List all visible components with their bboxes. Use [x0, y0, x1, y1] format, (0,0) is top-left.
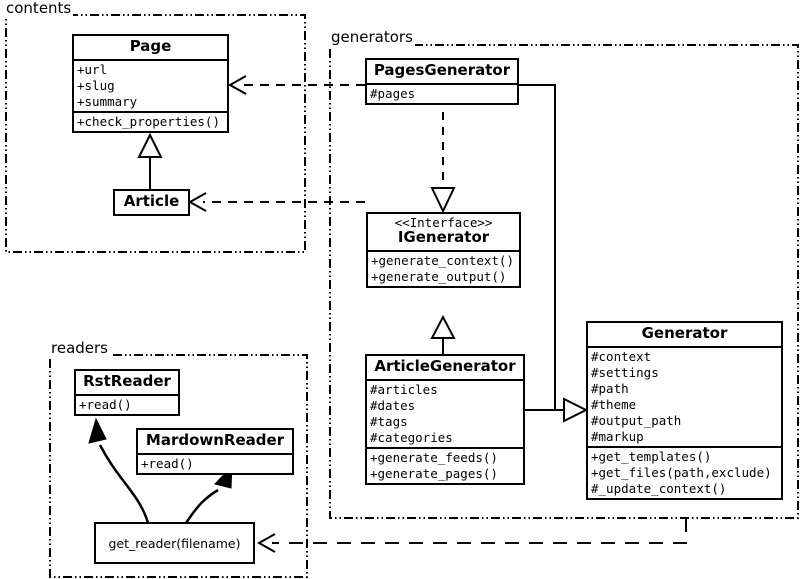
class-box-article[interactable]: Article — [113, 189, 190, 216]
package-label-readers: readers — [49, 339, 110, 357]
class-attribute: #output_path — [591, 412, 682, 428]
class-attribute: +summary — [77, 93, 138, 109]
class-attribute: #settings — [591, 364, 659, 380]
class-attribute: #path — [591, 380, 629, 396]
rel-articlegen-article-arrowhead — [187, 192, 207, 212]
class-title-page: Page — [129, 37, 172, 55]
class-box-mardown-reader[interactable]: MardownReader +read() — [136, 428, 294, 475]
class-title-pages-generator: PagesGenerator — [373, 61, 511, 79]
class-attributes-page: +url +slug +summary — [74, 58, 227, 111]
class-attribute: #articles — [370, 381, 438, 397]
rel-getreader-mardownreader-line — [184, 488, 219, 524]
class-method: +generate_output() — [371, 268, 507, 284]
class-attribute: +slug — [77, 77, 115, 93]
rel-generator-arrowhead — [563, 397, 589, 423]
class-methods-generator: +get_templates() +get_files(path,exclude… — [588, 445, 781, 498]
class-title-article: Article — [123, 192, 180, 210]
class-attributes-generator: #context #settings #path #theme #output_… — [588, 345, 781, 446]
class-box-pages-generator[interactable]: PagesGenerator #pages — [365, 58, 519, 105]
class-method: +generate_pages() — [370, 465, 498, 481]
class-attribute: #markup — [591, 428, 644, 444]
class-method: #_update_context() — [591, 480, 727, 496]
class-method: +generate_context() — [371, 252, 514, 268]
class-box-generator[interactable]: Generator #context #settings #path #them… — [586, 321, 783, 500]
class-title-igenerator: IGenerator — [397, 227, 490, 246]
class-attribute: #context — [591, 348, 652, 364]
class-box-article-generator[interactable]: ArticleGenerator #articles #dates #tags … — [365, 354, 525, 485]
class-methods-article-generator: +generate_feeds() +generate_pages() — [367, 446, 523, 483]
rel-article-page-arrowhead — [137, 132, 163, 158]
class-attribute: #theme — [591, 396, 637, 412]
class-method: +check_properties() — [77, 113, 220, 129]
rel-getreader-rstreader-arrowhead — [88, 417, 107, 444]
rel-pagesgen-page-arrowhead — [227, 75, 247, 95]
class-method: +get_templates() — [591, 448, 712, 464]
class-title-rst-reader: RstReader — [83, 372, 171, 390]
rel-pagesgen-igenerator-arrowhead — [430, 187, 456, 214]
class-attributes-article-generator: #articles #dates #tags #categories — [367, 378, 523, 447]
rel-generator-getreader-arrowhead — [256, 533, 276, 553]
class-box-igenerator[interactable]: <<Interface>> IGenerator +generate_conte… — [366, 212, 521, 288]
class-methods-mardown-reader: +read() — [138, 452, 292, 473]
package-label-generators: generators — [329, 28, 415, 46]
function-label-get-reader: get_reader(filename) — [108, 535, 241, 551]
class-method: +read() — [141, 455, 194, 471]
class-title-mardown-reader: MardownReader — [145, 431, 285, 449]
class-attribute: #pages — [370, 85, 416, 101]
class-attribute: #dates — [370, 397, 416, 413]
class-title-article-generator: ArticleGenerator — [374, 357, 516, 375]
class-attribute: +url — [77, 61, 108, 77]
class-method: +read() — [79, 396, 132, 412]
class-title-generator: Generator — [641, 324, 728, 342]
class-box-rst-reader[interactable]: RstReader +read() — [74, 369, 180, 416]
class-box-page[interactable]: Page +url +slug +summary +check_properti… — [72, 34, 229, 133]
class-method: +generate_feeds() — [370, 449, 498, 465]
class-method: +get_files(path,exclude) — [591, 464, 772, 480]
class-methods-rst-reader: +read() — [76, 393, 178, 414]
class-methods-page: +check_properties() — [74, 110, 227, 131]
rel-generator-getreader-line — [272, 518, 687, 544]
class-attribute: #tags — [370, 413, 408, 429]
function-box-get-reader[interactable]: get_reader(filename) — [94, 522, 255, 564]
class-methods-igenerator: +generate_context() +generate_output() — [368, 249, 519, 286]
class-attributes-pages-generator: #pages — [367, 82, 517, 103]
class-attribute: #categories — [370, 429, 453, 445]
package-label-contents: contents — [4, 0, 74, 17]
rel-articlegen-igenerator-arrowhead — [430, 314, 456, 339]
